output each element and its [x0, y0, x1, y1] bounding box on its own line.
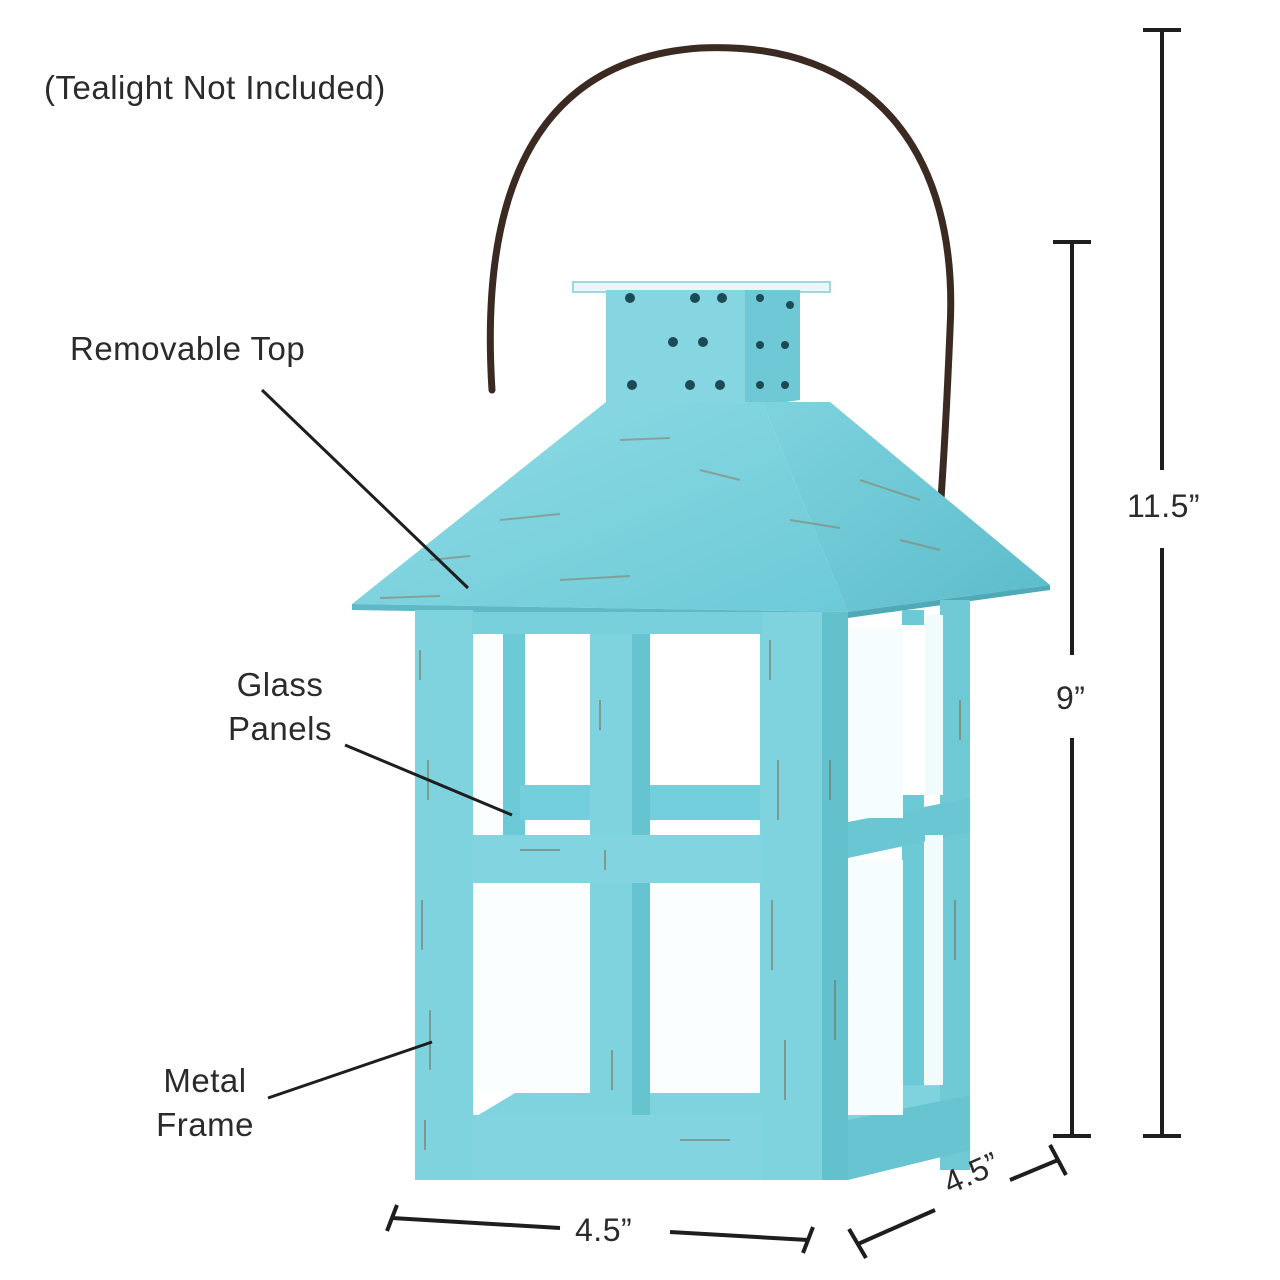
callout-frame-line1: Metal [163, 1062, 247, 1099]
chimney-vents [625, 293, 794, 390]
chimney [606, 290, 745, 408]
roof-wear [379, 437, 941, 599]
roof-right [762, 402, 1050, 612]
roof-left [352, 402, 848, 612]
dimension-lines [385, 28, 1181, 1260]
callout-glass-line2: Panels [228, 710, 332, 747]
callout-frame-line2: Frame [156, 1106, 254, 1143]
chimney-cap [572, 281, 831, 293]
dimension-width: 4.5” [575, 1212, 633, 1248]
callout-metal-frame: Metal Frame [130, 1059, 280, 1147]
callout-glass-panels: Glass Panels [210, 663, 350, 751]
callout-glass-line1: Glass [236, 666, 324, 703]
frame-wear [419, 640, 961, 1150]
callout-removable-top: Removable Top [70, 330, 306, 367]
lantern-frame [415, 600, 970, 1180]
callout-leaders [260, 388, 513, 1100]
dimension-body-height: 9” [1056, 680, 1086, 716]
handle [486, 44, 955, 579]
tealight-notice: (Tealight Not Included) [44, 69, 386, 106]
dimension-overall-height: 11.5” [1127, 488, 1201, 524]
